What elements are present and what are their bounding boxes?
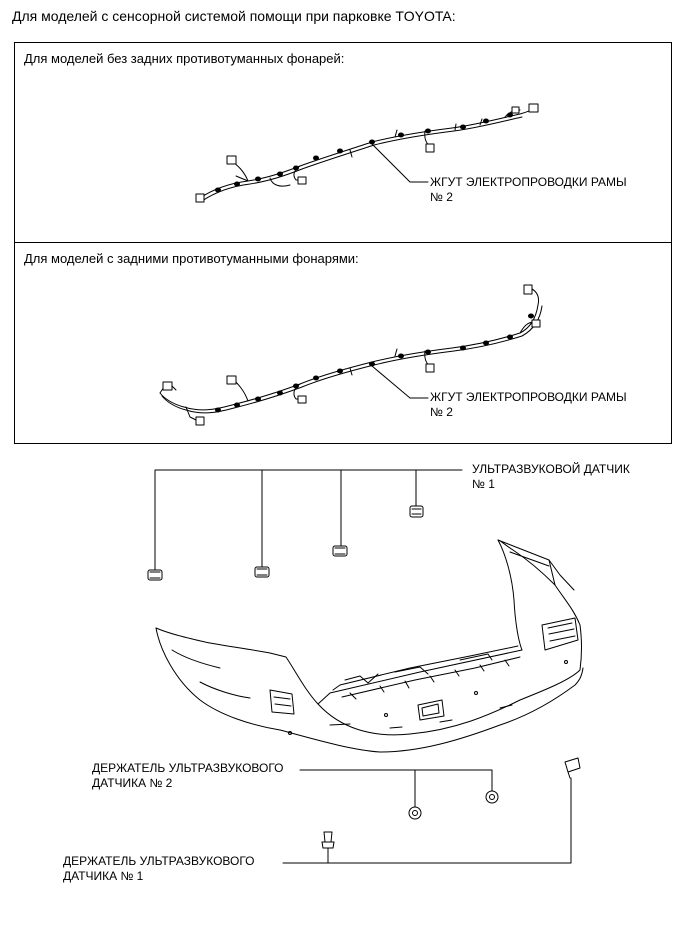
sensor-callout-line2: № 1 [472,477,495,491]
rear-bumper [155,539,584,753]
sensor-leader [154,469,463,571]
holder1-callout-line1: ДЕРЖАТЕЛЬ УЛЬТРАЗВУКОВОГО [63,854,255,868]
sensor-holders-no2 [408,790,499,820]
harness-variants-frame [14,42,672,444]
ultrasonic-sensors [147,505,424,581]
harness-callout-bottom-line1: ЖГУТ ЭЛЕКТРОПРОВОДКИ РАМЫ [430,390,627,404]
sensor-holders-no1 [321,757,581,849]
harness-leader-bottom [371,365,429,399]
holder2-callout-line1: ДЕРЖАТЕЛЬ УЛЬТРАЗВУКОВОГО [92,761,284,775]
frame-wire-harness-bottom [159,284,543,426]
panel-divider [14,242,672,243]
harness-callout-bottom-line2: № 2 [430,405,453,419]
panel-top-heading: Для моделей без задних противотуманных ф… [24,51,345,66]
holder2-callout-line2: ДАТЧИКА № 2 [92,776,173,790]
holder2-leader [299,769,493,792]
page-title: Для моделей с сенсорной системой помощи … [12,8,456,24]
holder1-callout-line2: ДАТЧИКА № 1 [63,869,144,883]
panel-bottom-heading: Для моделей с задними противотуманными ф… [24,251,359,266]
harness-callout-top-line1: ЖГУТ ЭЛЕКТРОПРОВОДКИ РАМЫ [430,175,627,189]
harness-callout-top-line2: № 2 [430,190,453,204]
sensor-callout-line1: УЛЬТРАЗВУКОВОЙ ДАТЧИК [472,462,630,476]
frame-wire-harness-top [195,103,539,203]
holder1-leader [282,777,572,864]
harness-leader-top [371,143,429,183]
